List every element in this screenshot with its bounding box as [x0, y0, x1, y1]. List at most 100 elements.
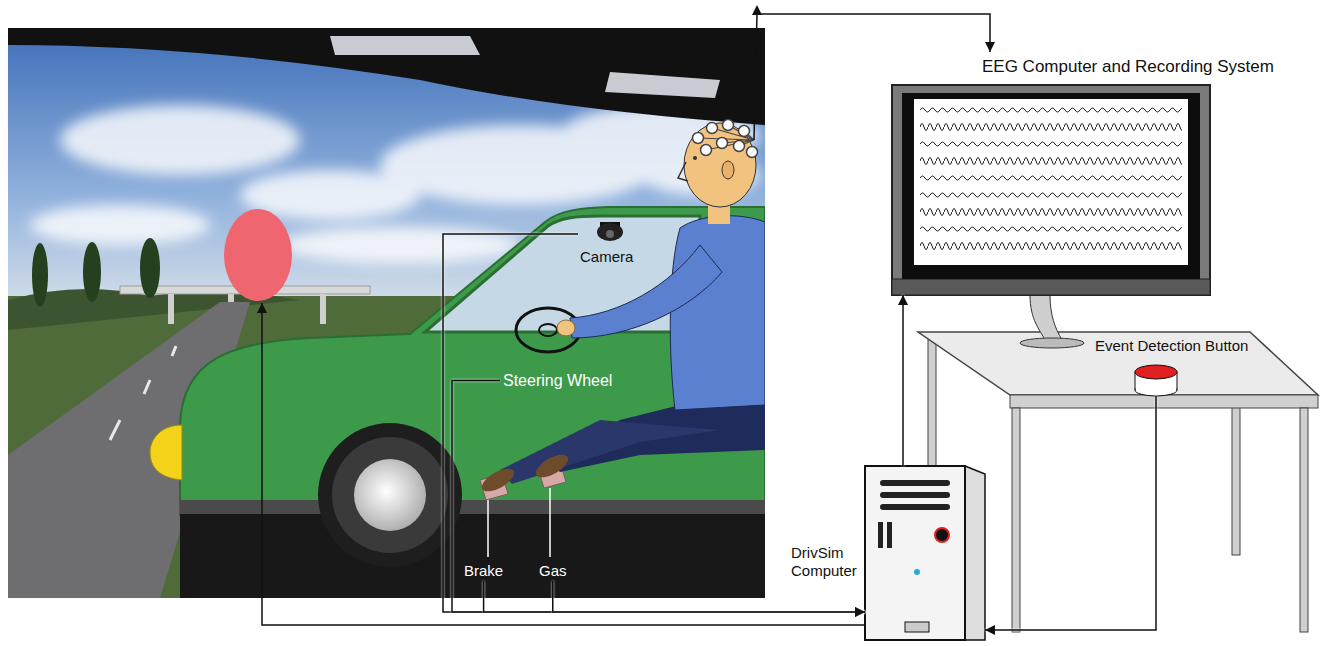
trees [83, 242, 101, 302]
wheel-well [318, 423, 462, 567]
overpass [320, 294, 326, 324]
clouds [30, 205, 210, 245]
driver [500, 420, 720, 484]
signal-connector [443, 234, 865, 612]
ceiling-panel [605, 72, 720, 98]
desk [1012, 408, 1020, 632]
node-label: DrivSim Computer [791, 544, 861, 580]
car-sill [180, 500, 765, 514]
target-balloon [224, 209, 292, 301]
eeg-monitor-node: EEG Computer and Recording System [892, 85, 1210, 295]
gas-label-node: Gas [536, 561, 570, 581]
eeg-monitor [920, 103, 1182, 117]
event-button [1136, 380, 1176, 389]
camera-icon [606, 230, 614, 238]
driver [670, 216, 765, 410]
tyre [332, 437, 448, 553]
balloon-signal [262, 303, 865, 625]
drivsim-tower [880, 492, 950, 498]
eeg-monitor [920, 205, 1182, 219]
clouds [60, 105, 300, 175]
drivsim-tower [914, 569, 920, 575]
balloon-signal [262, 303, 865, 625]
desk [1300, 408, 1308, 632]
eeg-cap [693, 133, 704, 144]
driver [539, 324, 557, 336]
signal-connector [553, 581, 865, 612]
simulator-scene [8, 28, 765, 598]
trees [140, 238, 160, 298]
node-label: Steering Wheel [503, 371, 612, 390]
node-label: EEG Computer and Recording System [982, 57, 1300, 77]
signal-connector [902, 295, 904, 466]
overpass [168, 294, 174, 324]
driver [684, 123, 756, 207]
wheel-hub [354, 459, 426, 531]
drivsim-tower [865, 466, 965, 640]
drivsim-tower [905, 622, 929, 632]
eeg-cap [717, 138, 728, 149]
eeg-monitor [920, 154, 1182, 168]
driver [722, 161, 734, 179]
drivsim-tower [935, 528, 949, 542]
eeg-monitor [920, 205, 1182, 219]
lane-marks [110, 420, 120, 440]
eeg-monitor [892, 85, 1210, 348]
eeg-cap [739, 126, 750, 137]
brake-label-node: Brake [461, 561, 506, 581]
pedal-wire [487, 500, 489, 557]
eeg-cap [693, 120, 758, 158]
node-label: Gas [539, 562, 567, 580]
eeg-monitor [920, 188, 1182, 202]
drivsim-tower [880, 480, 950, 486]
drivsim-tower [878, 522, 883, 548]
eeg-monitor [920, 222, 1182, 236]
eeg-monitor [892, 85, 1210, 295]
event-button [1135, 365, 1177, 396]
lane-marks [110, 346, 176, 440]
driver [478, 464, 517, 496]
eeg-monitor [892, 279, 1210, 295]
driver [478, 123, 765, 496]
eeg-monitor [920, 171, 1182, 185]
eeg-cap [706, 140, 754, 150]
eeg-monitor [920, 103, 1182, 117]
eeg-cap [701, 145, 712, 156]
eeg-cap [734, 141, 745, 152]
car-floor [180, 514, 765, 598]
ceiling [8, 28, 765, 125]
eeg-monitor [920, 120, 1182, 134]
eeg-cap [707, 123, 718, 134]
event-button [1135, 365, 1177, 379]
lane-marks [144, 380, 150, 394]
eeg-monitor [920, 137, 1182, 151]
camera-icon [597, 222, 623, 241]
drivsim-tower [880, 504, 950, 510]
driver [516, 308, 580, 352]
eeg-cap [693, 120, 758, 158]
drivsim-node: DrivSim Computer [865, 466, 985, 640]
eeg-monitor [920, 222, 1182, 236]
driver [570, 245, 722, 338]
eeg-monitor [920, 154, 1182, 168]
eeg-cap [747, 147, 758, 158]
eeg-monitor [920, 137, 1182, 151]
driver [693, 156, 697, 160]
headlight [150, 425, 182, 480]
desk [1010, 395, 1318, 408]
node-label: Event Detection Button [1095, 337, 1141, 355]
eeg-monitor [920, 239, 1182, 253]
driver [557, 320, 575, 336]
eeg-monitor [920, 239, 1182, 253]
eeg-monitor [920, 171, 1182, 185]
eeg-cap [723, 120, 734, 131]
node-label: Brake [464, 562, 503, 580]
driver [678, 162, 688, 181]
eeg-monitor [1020, 338, 1084, 348]
trees [32, 238, 160, 307]
pedal-wire [488, 488, 550, 557]
clouds [280, 227, 520, 263]
steering-label-node: Steering Wheel [500, 370, 615, 391]
eeg-monitor [920, 188, 1182, 202]
